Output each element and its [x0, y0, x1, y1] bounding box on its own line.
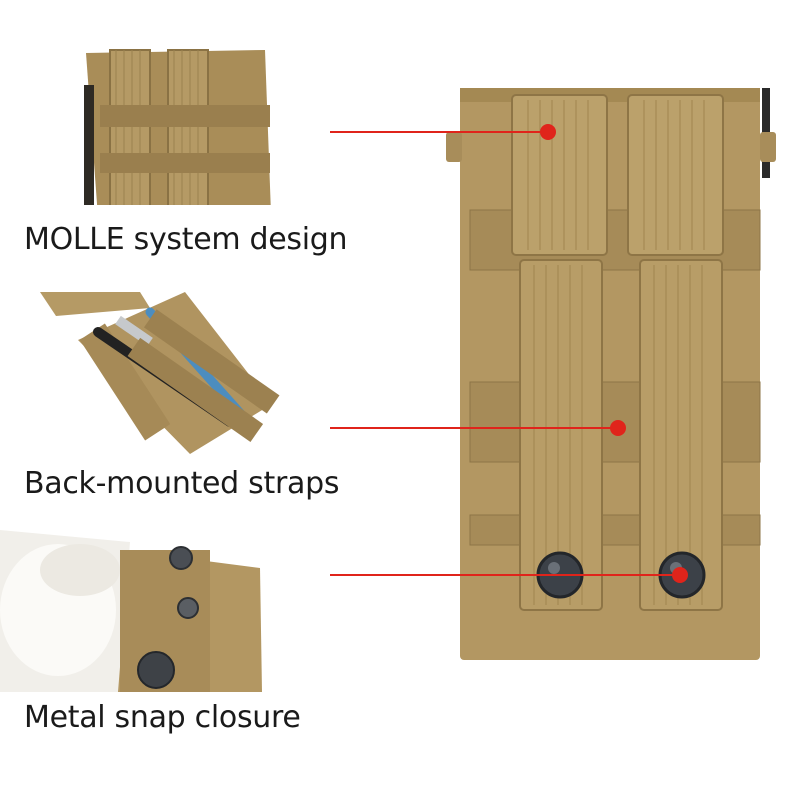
pouch-back-photo: [440, 70, 790, 670]
molle-detail-photo: [0, 45, 280, 205]
callout-line-snap: [330, 574, 680, 576]
callout-dot-snap: [672, 567, 688, 583]
callout-dot-molle: [540, 124, 556, 140]
snap-detail-photo: [0, 530, 280, 692]
callout-dot-straps: [610, 420, 626, 436]
feature-label-straps: Back-mounted straps: [24, 466, 340, 501]
feature-label-molle: MOLLE system design: [24, 222, 348, 257]
feature-label-snap: Metal snap closure: [24, 700, 301, 735]
callout-line-molle: [330, 131, 548, 133]
straps-detail-photo: [0, 292, 280, 457]
callout-line-straps: [330, 427, 618, 429]
